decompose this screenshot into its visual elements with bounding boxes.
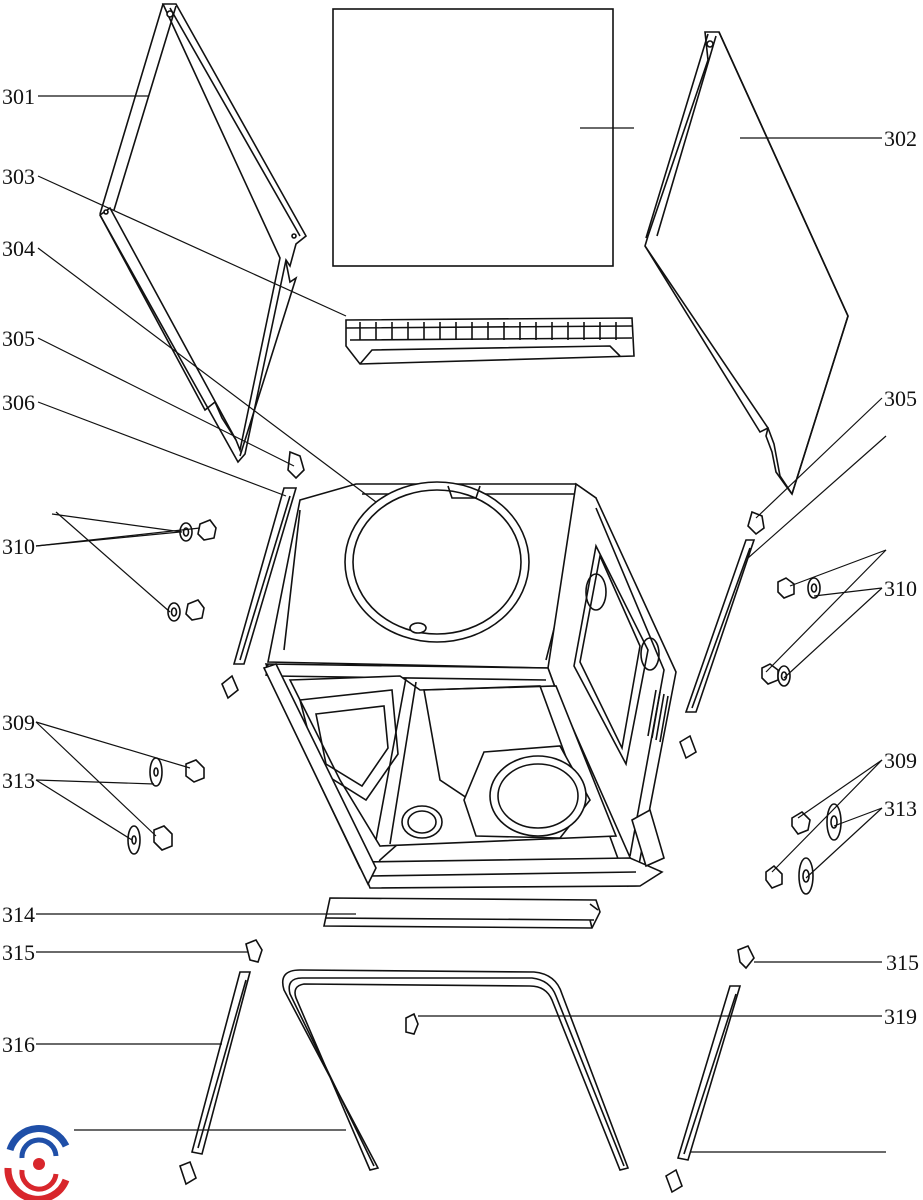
- label-305-left: 305: [2, 326, 35, 351]
- left-side-panel-301: [98, 3, 308, 464]
- label-304: 304: [2, 236, 35, 261]
- right-feet-309-313: [765, 803, 842, 895]
- label-309-right: 309: [884, 748, 917, 773]
- lower-right-rail: [665, 985, 742, 1194]
- label-313-left: 313: [2, 768, 35, 793]
- label-313-right: 313: [884, 796, 917, 821]
- right-bushings-310: [761, 577, 821, 687]
- left-rail-306: [221, 487, 298, 700]
- label-306: 306: [2, 390, 35, 415]
- brand-logo-icon: [4, 1125, 72, 1200]
- lower-left-rail-316: [179, 971, 252, 1186]
- left-feet-309-313: [127, 757, 205, 855]
- left-clip-305: [287, 450, 305, 480]
- clip-315-left: [245, 939, 263, 963]
- label-310-left: 310: [2, 534, 35, 559]
- clip-319: [405, 1012, 419, 1035]
- label-316: 316: [2, 1032, 35, 1057]
- label-315-right: 315: [886, 950, 919, 975]
- left-bushings-310: [167, 519, 217, 622]
- label-309-left: 309: [2, 710, 35, 735]
- label-314: 314: [2, 902, 35, 927]
- label-319: 319: [884, 1004, 917, 1029]
- top-plate-rectangle: [332, 8, 614, 267]
- right-side-panel-302: [644, 31, 849, 496]
- door-gasket: [281, 969, 630, 1171]
- tub-body: [262, 481, 677, 889]
- label-305-right: 305: [884, 386, 917, 411]
- label-302: 302: [884, 126, 917, 151]
- callout-labels: 301 303 304 305 306 310 309 313 314 315 …: [2, 84, 919, 1057]
- label-301: 301: [2, 84, 35, 109]
- top-rail-303: [345, 317, 635, 365]
- clip-315-right: [737, 944, 755, 970]
- right-clip-305: [747, 510, 765, 536]
- label-315-left: 315: [2, 940, 35, 965]
- leader-lines: [35, 95, 887, 1153]
- bottom-bar-314: [323, 897, 601, 929]
- right-rail: [679, 539, 756, 760]
- label-303: 303: [2, 164, 35, 189]
- label-310-right: 310: [884, 576, 917, 601]
